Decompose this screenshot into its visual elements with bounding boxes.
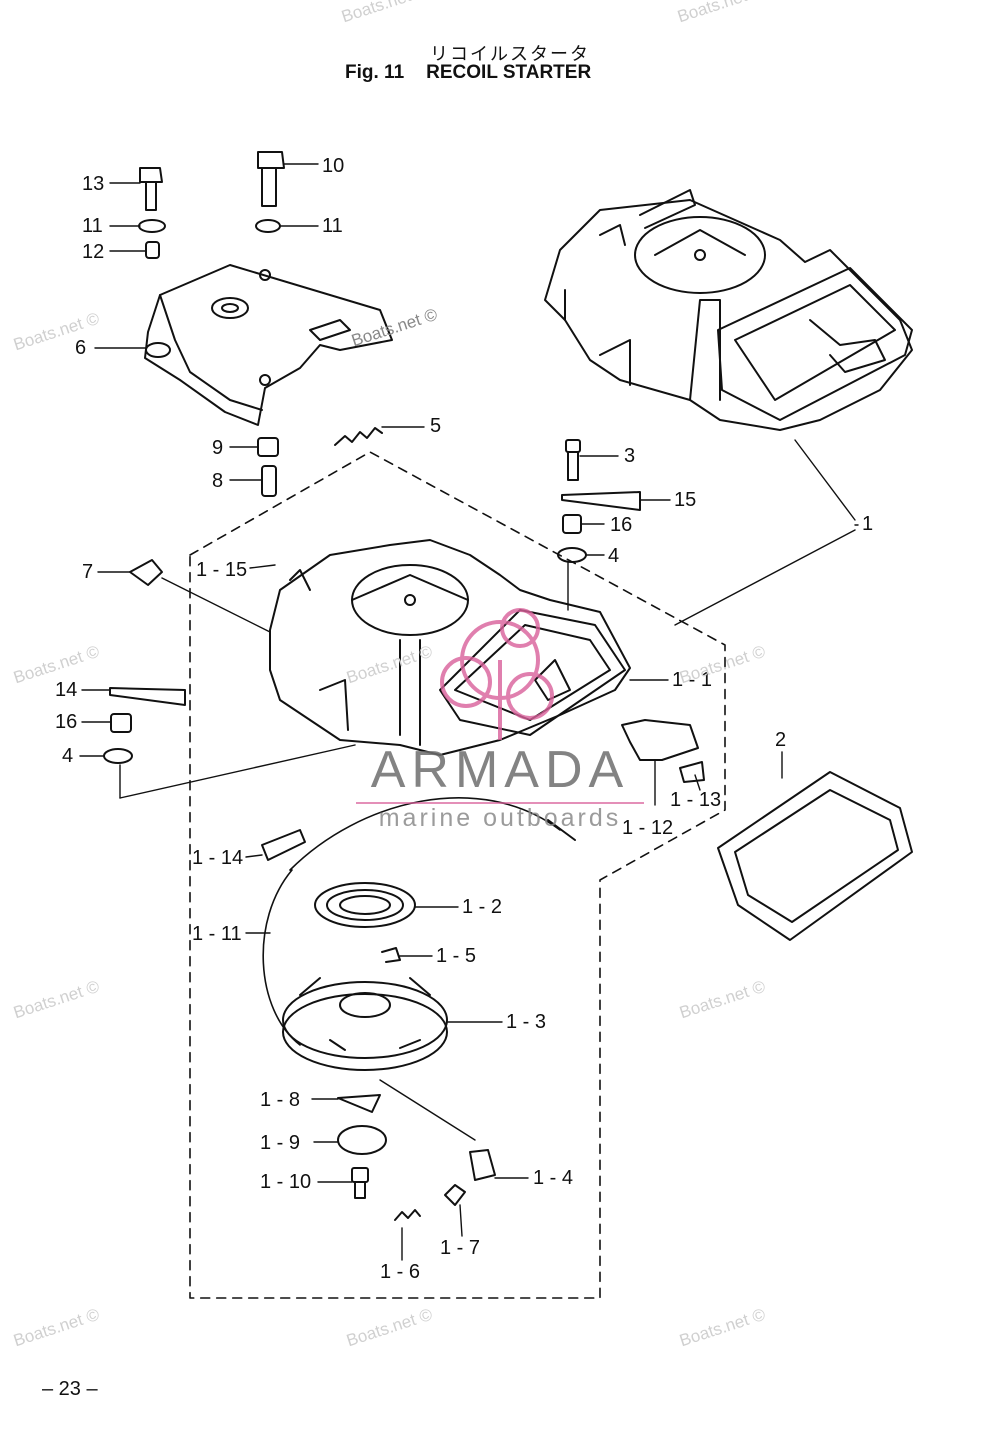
callout-4-right: 4 <box>608 545 620 567</box>
callout-8: 8 <box>212 470 224 492</box>
callout-5: 5 <box>430 415 442 437</box>
bolt-10 <box>257 151 285 207</box>
ratchet-1-8 <box>337 1094 381 1113</box>
page-title-japanese: リコイルスタータ <box>430 44 590 65</box>
callout-1: 1 <box>862 513 874 535</box>
spring-5 <box>334 427 383 446</box>
callout-1-11: 1 - 11 <box>192 923 242 945</box>
brand-watermark: ARMADA marine outboards <box>350 740 650 833</box>
brand-name: ARMADA <box>370 741 630 799</box>
collar-12 <box>145 241 160 259</box>
spring-1-6 <box>394 1209 421 1221</box>
rope-end <box>547 819 576 841</box>
pawl-1-4 <box>469 1149 496 1181</box>
bolt-1-10 <box>351 1167 369 1199</box>
callout-7: 7 <box>82 561 94 583</box>
figure-number: Fig. 11 <box>345 62 405 83</box>
callout-1-3: 1 - 3 <box>506 1011 547 1033</box>
callout-11-left: 11 <box>82 215 103 237</box>
callout-9: 9 <box>212 437 224 459</box>
starter-handle <box>621 719 699 761</box>
callout-1-13: 1 - 13 <box>670 789 722 811</box>
callout-2: 2 <box>775 729 787 751</box>
figure-title: RECOIL STARTER <box>426 62 592 83</box>
callout-15: 15 <box>674 489 697 511</box>
callout-6: 6 <box>75 337 87 359</box>
callout-1-2: 1 - 2 <box>462 896 503 918</box>
bolt-3 <box>565 439 581 481</box>
lever-15 <box>561 491 641 511</box>
recoil-spring <box>314 882 416 928</box>
spring-1-7 <box>444 1184 466 1206</box>
callout-11-right: 11 <box>322 215 343 237</box>
page-title: Fig. 11 RECOIL STARTER <box>345 62 591 84</box>
recoil-starter-assembly-complete <box>544 189 913 431</box>
rope-reel <box>282 977 448 1071</box>
callout-1-1: 1 - 1 <box>672 669 713 691</box>
callout-12: 12 <box>82 241 105 263</box>
callout-1-14: 1 - 14 <box>192 847 244 869</box>
callout-1-9: 1 - 9 <box>260 1132 301 1154</box>
callout-1-15: 1 - 15 <box>196 559 248 581</box>
gasket <box>717 771 913 941</box>
callout-1-10: 1 - 10 <box>260 1171 312 1193</box>
callout-4-left: 4 <box>62 745 74 767</box>
callout-1-6: 1 - 6 <box>380 1261 421 1283</box>
callout-16-right: 16 <box>610 514 633 536</box>
callout-3: 3 <box>624 445 636 467</box>
brand-tagline: marine outboards <box>378 804 622 832</box>
brand-divider <box>356 802 644 804</box>
callout-1-7: 1 - 7 <box>440 1237 481 1259</box>
callout-16-left: 16 <box>55 711 78 733</box>
callout-1-5: 1 - 5 <box>436 945 477 967</box>
ratchet-1-14 <box>261 829 306 861</box>
callout-14: 14 <box>55 679 78 701</box>
recoil-cover <box>144 264 393 426</box>
handle-grip <box>679 761 705 783</box>
page-number: – 23 – <box>42 1378 98 1400</box>
friction-plate-1-9 <box>337 1125 387 1155</box>
bolt-13 <box>139 167 163 211</box>
assembly-boundary <box>189 451 726 1299</box>
callout-1-8: 1 - 8 <box>260 1089 301 1111</box>
callout-1-12: 1 - 12 <box>622 817 674 839</box>
collar-8 <box>261 465 277 497</box>
callout-1-4: 1 - 4 <box>533 1167 574 1189</box>
callout-13: 13 <box>82 173 105 195</box>
lever-14 <box>109 687 186 706</box>
callout-10: 10 <box>322 155 345 177</box>
collar-16-left <box>110 713 132 733</box>
plate-7 <box>129 559 163 586</box>
clip-1-5 <box>381 947 401 963</box>
